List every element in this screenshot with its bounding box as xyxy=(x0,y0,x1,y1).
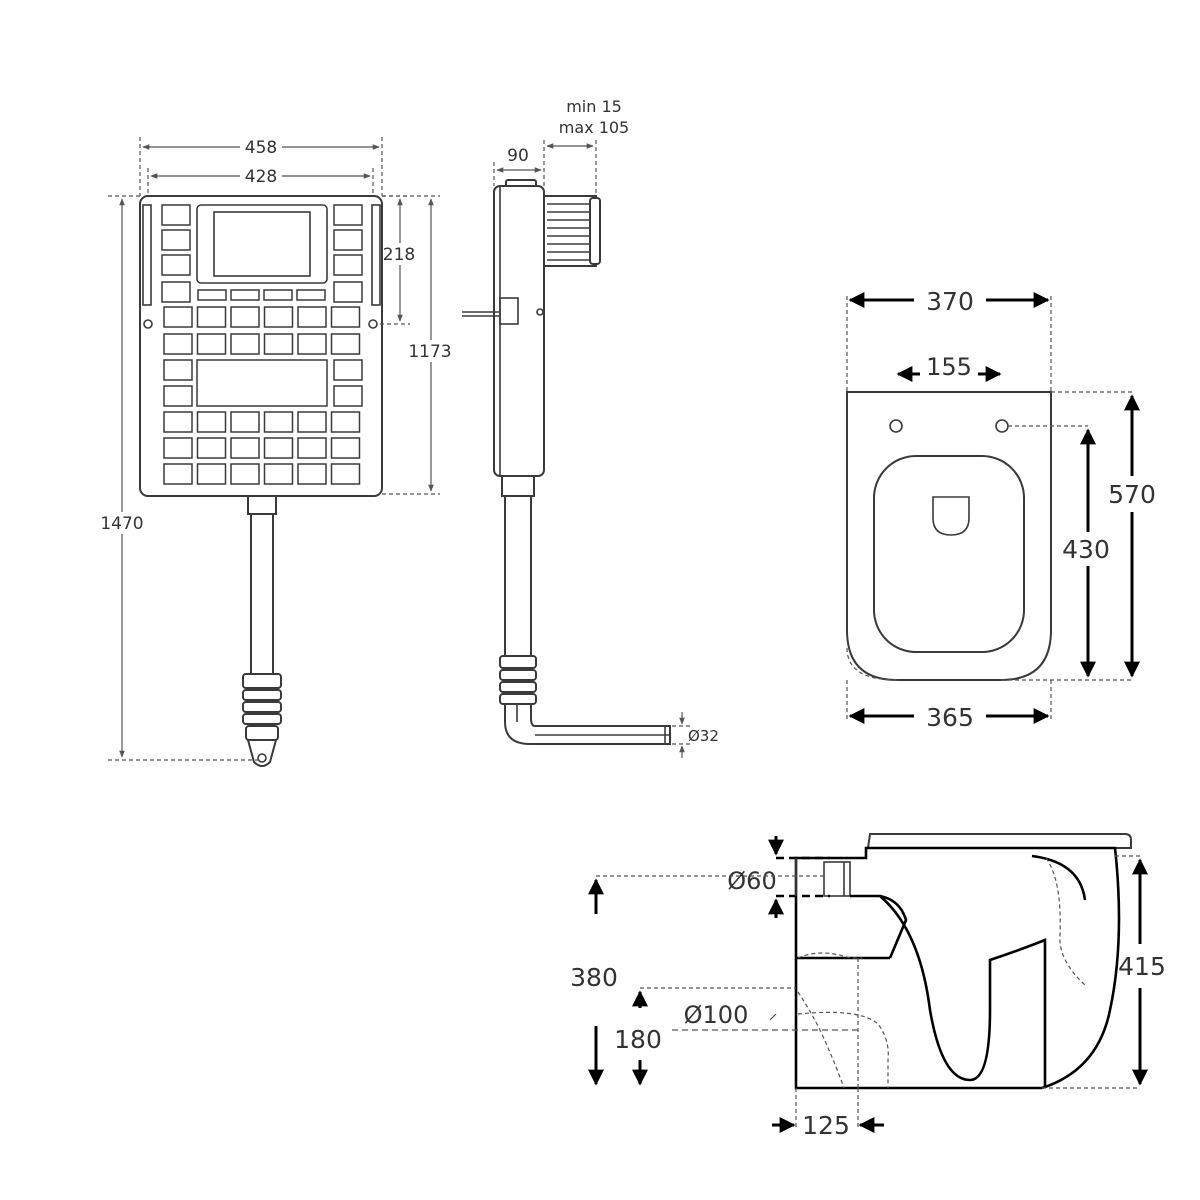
rib-cell xyxy=(330,463,361,485)
pipe-coupling xyxy=(242,673,282,767)
rib-cell xyxy=(163,411,193,433)
rib-cell xyxy=(196,359,328,407)
rib-cell xyxy=(297,463,327,485)
rib-cell xyxy=(161,254,191,276)
dim-pan-rear-width: 370 xyxy=(926,287,974,316)
rib-cell xyxy=(263,333,294,355)
rib-cell xyxy=(163,359,193,381)
rib-cell xyxy=(163,306,193,328)
rib-cell xyxy=(230,411,260,433)
rib-cell xyxy=(296,289,326,301)
rib-cell xyxy=(330,306,361,328)
dim-width-inner: 428 xyxy=(245,167,277,187)
dim-outlet-height: 180 xyxy=(614,1025,662,1054)
dim-frame-height: 1173 xyxy=(408,342,451,362)
rib-cell xyxy=(263,289,293,301)
dim-outlet-setback: 125 xyxy=(802,1111,850,1140)
rib-cell xyxy=(196,411,227,433)
rib-cell xyxy=(333,229,363,251)
dim-inlet-height: 380 xyxy=(570,963,618,992)
dim-pan-length: 570 xyxy=(1108,480,1156,509)
rib-cell xyxy=(196,333,227,355)
dim-adjust-max: max 105 xyxy=(559,118,629,137)
pan-top-view: 370 155 570 430 365 xyxy=(846,287,1156,732)
rib-cell xyxy=(330,437,361,459)
rib-cell xyxy=(163,385,193,407)
rib-cell xyxy=(333,359,363,381)
dim-total-height: 1470 xyxy=(100,514,143,534)
rib-cell xyxy=(161,281,191,303)
rib-cell xyxy=(297,333,327,355)
rib-cell xyxy=(263,411,294,433)
rib-cell xyxy=(196,463,227,485)
rib-cell xyxy=(263,306,294,328)
rib-cell xyxy=(297,437,327,459)
rib-cell xyxy=(297,306,327,328)
rib-cell xyxy=(333,281,363,303)
rib-cell xyxy=(230,333,260,355)
rib-cell xyxy=(333,385,363,407)
rib-cell xyxy=(161,204,191,226)
rib-cell xyxy=(297,411,327,433)
dim-inlet-diameter: Ø60 xyxy=(727,867,776,895)
dim-outlet-diameter: Ø100 xyxy=(684,1001,749,1029)
rib-cell xyxy=(230,463,260,485)
dim-pan-front-width: 365 xyxy=(926,703,974,732)
dim-outlet-diameter: Ø32 xyxy=(688,727,719,745)
dim-plate-height: 218 xyxy=(383,245,415,265)
rib-cell xyxy=(330,333,361,355)
cistern-rib-grid xyxy=(161,204,363,485)
rib-cell xyxy=(263,437,294,459)
rib-cell xyxy=(196,306,227,328)
rib-cell xyxy=(330,411,361,433)
rib-cell xyxy=(230,437,260,459)
rib-cell xyxy=(163,333,193,355)
rib-cell xyxy=(230,306,260,328)
rib-cell xyxy=(263,463,294,485)
cistern-front-view: 458 428 218 1173 1470 xyxy=(100,136,452,767)
rib-cell xyxy=(333,254,363,276)
rib-cell xyxy=(163,463,193,485)
dim-fixing-spacing: 155 xyxy=(926,353,972,381)
dim-pan-height: 415 xyxy=(1118,952,1166,981)
dim-width-outer: 458 xyxy=(245,138,277,158)
rib-cell xyxy=(333,204,363,226)
rib-cell xyxy=(196,437,227,459)
pan-side-view: Ø60 380 180 Ø100 415 125 xyxy=(570,833,1166,1140)
rib-cell xyxy=(163,437,193,459)
cistern-side-view: 90 min 15 max 105 Ø32 xyxy=(462,97,719,758)
rib-cell xyxy=(197,289,227,301)
rib-cell xyxy=(230,289,260,301)
dim-adjust-min: min 15 xyxy=(566,97,622,116)
dim-depth: 90 xyxy=(507,146,529,166)
dim-fixing-to-front: 430 xyxy=(1062,535,1110,564)
rib-cell xyxy=(161,229,191,251)
adjust-sleeve-ribs xyxy=(547,203,593,261)
